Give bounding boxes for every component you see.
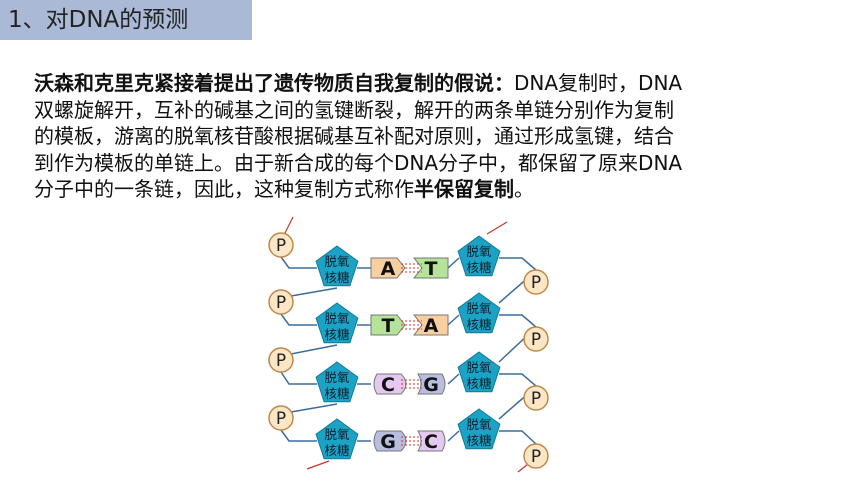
base-letter: T bbox=[425, 258, 438, 280]
page-title: 1、对DNA的预测 bbox=[8, 7, 189, 33]
backbone-line bbox=[447, 430, 460, 442]
phosphate-label: P bbox=[531, 447, 541, 467]
base-t-shape bbox=[412, 257, 449, 279]
backbone-line bbox=[499, 373, 537, 387]
phosphate-label: P bbox=[531, 389, 541, 409]
phosphate-label: P bbox=[276, 236, 286, 256]
base-a-shape bbox=[412, 314, 449, 336]
phosphate-label: P bbox=[276, 293, 286, 313]
phosphate-icon bbox=[268, 289, 294, 315]
phosphate-icon bbox=[523, 269, 549, 295]
backbone-line bbox=[290, 344, 338, 355]
sugar-icon bbox=[315, 302, 359, 344]
paragraph-line4: 到作为模板的单链上。由于新合成的每个DNA分子中，都保留了原来DNA bbox=[34, 150, 683, 175]
strand-tail-line bbox=[486, 221, 508, 235]
strand-tail-line bbox=[284, 216, 294, 234]
sugar-label: 核糖 bbox=[324, 443, 350, 458]
hydrogen-bond bbox=[401, 263, 422, 273]
sugar-label: 核糖 bbox=[466, 433, 492, 448]
backbone-line bbox=[280, 429, 317, 442]
sugar-label: 核糖 bbox=[324, 327, 350, 342]
sugar-label: 核糖 bbox=[466, 260, 492, 275]
strand-tail-line bbox=[517, 463, 529, 473]
sugar-icon bbox=[457, 408, 501, 450]
sugar-label: 脱氧 bbox=[466, 301, 492, 316]
hydrogen-bond bbox=[401, 436, 422, 446]
semi-conservative-term: 半保留复制 bbox=[414, 177, 514, 201]
phosphate-icon bbox=[523, 385, 549, 411]
base-letter: A bbox=[424, 315, 439, 337]
base-letter: C bbox=[381, 374, 395, 396]
hydrogen-bond bbox=[401, 320, 422, 330]
sugar-label: 核糖 bbox=[324, 270, 350, 285]
backbone-line bbox=[280, 256, 317, 269]
base-letter: G bbox=[380, 431, 396, 453]
sugar-label: 脱氧 bbox=[466, 244, 492, 259]
backbone-line bbox=[499, 257, 537, 271]
paragraph-line3: 的模板，游离的脱氧核苷酸根据碱基互补配对原则，通过形成氢键，结合 bbox=[34, 124, 674, 148]
paragraph-line1: DNA复制时，DNA bbox=[514, 71, 683, 95]
base-letter: G bbox=[423, 374, 439, 396]
sugar-icon bbox=[315, 245, 359, 287]
sugar-label: 核糖 bbox=[466, 317, 492, 332]
hydrogen-bond bbox=[401, 379, 422, 389]
sugar-icon bbox=[457, 235, 501, 277]
phosphate-label: P bbox=[531, 330, 541, 350]
phosphate-icon bbox=[268, 347, 294, 373]
sugar-icon bbox=[457, 292, 501, 334]
paragraph: 沃森和克里克紧接着提出了遗传物质自我复制的假说：DNA复制时，DNA 双螺旋解开… bbox=[34, 70, 854, 203]
sugar-icon bbox=[315, 418, 359, 460]
base-letter: C bbox=[424, 431, 438, 453]
sugar-label: 脱氧 bbox=[324, 311, 350, 326]
sugar-label: 脱氧 bbox=[466, 360, 492, 375]
sugar-label: 脱氧 bbox=[324, 427, 350, 442]
title-bar: 1、对DNA的预测 bbox=[0, 0, 252, 40]
paragraph-line2: 双螺旋解开，互补的碱基之间的氢键断裂，解开的两条单链分别作为复制 bbox=[34, 97, 674, 122]
sugar-label: 核糖 bbox=[466, 376, 492, 391]
base-letter: A bbox=[381, 258, 396, 280]
paragraph-bold-lead: 沃森和克里克紧接着提出了遗传物质自我复制的假说： bbox=[34, 71, 514, 95]
backbone-line bbox=[499, 314, 537, 328]
backbone-line bbox=[447, 314, 460, 326]
sugar-icon bbox=[457, 351, 501, 393]
base-letter: T bbox=[382, 315, 395, 337]
base-c-shape bbox=[417, 430, 446, 452]
backbone-line bbox=[290, 403, 338, 413]
phosphate-icon bbox=[268, 232, 294, 258]
backbone-line bbox=[290, 287, 338, 297]
phosphate-label: P bbox=[531, 273, 541, 293]
base-c-shape bbox=[373, 373, 407, 395]
sugar-icon bbox=[315, 361, 359, 403]
sugar-label: 核糖 bbox=[324, 386, 350, 401]
base-g-shape bbox=[373, 430, 407, 452]
sugar-label: 脱氧 bbox=[324, 370, 350, 385]
phosphate-label: P bbox=[276, 409, 286, 429]
paragraph-line5-end: 。 bbox=[514, 177, 534, 201]
backbone-line bbox=[447, 373, 460, 385]
sugar-label: 脱氧 bbox=[324, 254, 350, 269]
phosphate-icon bbox=[523, 326, 549, 352]
base-g-shape bbox=[417, 373, 446, 395]
backbone-line bbox=[280, 313, 317, 326]
phosphate-icon bbox=[268, 405, 294, 431]
sugar-label: 脱氧 bbox=[466, 417, 492, 432]
base-t-shape bbox=[370, 314, 406, 336]
phosphate-icon bbox=[523, 443, 549, 469]
base-a-shape bbox=[370, 257, 406, 279]
phosphate-label: P bbox=[276, 351, 286, 371]
backbone-line bbox=[499, 430, 537, 445]
backbone-line bbox=[447, 257, 460, 269]
paragraph-line5: 分子中的一条链，因此，这种复制方式称作 bbox=[34, 177, 414, 201]
backbone-line bbox=[280, 371, 317, 385]
strand-tail-line bbox=[306, 460, 330, 470]
